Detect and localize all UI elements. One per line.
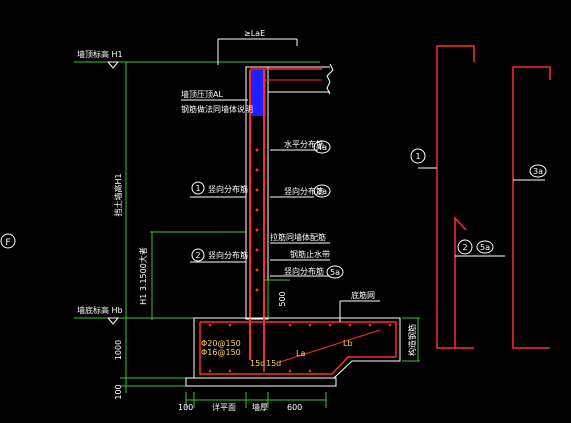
wall-height-dim: 挡土墙高H1 bbox=[113, 173, 123, 216]
bottom-dim-2: 墙厚 bbox=[252, 402, 268, 412]
wall-cap-block bbox=[249, 70, 266, 116]
callout-tie-label: 拉筋同墙体配筋 bbox=[270, 232, 326, 242]
footing-top-rebar bbox=[200, 321, 397, 357]
bottom-dim-3: 600 bbox=[287, 403, 302, 412]
d2-label: 15d bbox=[266, 359, 281, 368]
callout-3a-tag: 3a bbox=[317, 187, 327, 196]
d1-label: 15d bbox=[250, 359, 265, 368]
bottom-elevation-marker bbox=[106, 317, 120, 325]
detail-bar-3-tag: 3a bbox=[533, 167, 543, 176]
wall-outline bbox=[245, 66, 269, 320]
detail-bar-2 bbox=[454, 216, 467, 348]
callout-3a-bubble bbox=[313, 184, 331, 198]
detail-bar-3-bubble bbox=[529, 164, 547, 178]
bottom-dim-0: 100 bbox=[178, 403, 193, 412]
callout-1-label: 竖向分布筋 bbox=[208, 184, 248, 194]
lb-label: Lb bbox=[343, 339, 353, 348]
base-distribution-label: 底筋网 bbox=[351, 290, 375, 300]
callout-1-num: 1 bbox=[195, 184, 200, 193]
tie-spacing-dim: H1 3.1500大者 bbox=[138, 247, 148, 305]
footing-bottom-rebar bbox=[199, 322, 396, 375]
bottom-elevation-label: 墙底标高 Hb bbox=[77, 305, 123, 315]
detail-bar-1 bbox=[436, 45, 475, 349]
rebar-spec-1: Φ20@150 bbox=[201, 339, 241, 348]
callout-5a-label: 竖向分布筋 bbox=[284, 266, 324, 276]
detail-bar-2-bubble bbox=[457, 239, 473, 255]
detail-bar-1-num: 1 bbox=[415, 152, 420, 161]
callout-2-bubble bbox=[191, 248, 205, 262]
detail-bar-2-tag: 5a bbox=[480, 243, 490, 252]
footing-cushion bbox=[185, 377, 337, 387]
dim-100-left: 100 bbox=[114, 384, 123, 399]
callout-5a-bubble bbox=[326, 265, 344, 279]
rebar-spec-2: Φ16@150 bbox=[201, 348, 241, 357]
grid-bubble-label: F bbox=[5, 238, 10, 248]
top-elevation-marker bbox=[106, 61, 120, 69]
dim-500-label: 500 bbox=[278, 291, 287, 306]
footing-rebar-dots bbox=[208, 323, 392, 373]
callout-2-num: 2 bbox=[195, 251, 200, 260]
callout-4a-label: 水平分布筋 bbox=[284, 139, 324, 149]
detail-bar-1-bubble bbox=[410, 148, 426, 164]
callout-3a-label: 竖向分布筋 bbox=[284, 186, 324, 196]
footing-diagonal-rebar bbox=[279, 329, 381, 363]
detail-bar-3 bbox=[512, 66, 551, 349]
la-label: La bbox=[296, 349, 305, 358]
wall-rebar-dots bbox=[255, 148, 259, 292]
top-elevation-label: 墙顶标高 H1 bbox=[77, 49, 123, 59]
callout-4a-bubble bbox=[313, 140, 331, 154]
break-line bbox=[326, 63, 334, 95]
callout-2-label: 竖向分布筋 bbox=[208, 250, 248, 260]
callout-5a-tag: 5a bbox=[330, 268, 340, 277]
detail-bar-2-num: 2 bbox=[462, 243, 467, 252]
top-dim-label: ≥LaE bbox=[244, 29, 265, 38]
callout-waterstop-label: 钢筋止水带 bbox=[290, 249, 330, 259]
wall-top-note-2: 钢筋做法同墙体说明 bbox=[181, 104, 253, 114]
detail-bar-2-tag-bubble bbox=[476, 240, 494, 254]
callout-1-bubble bbox=[191, 181, 205, 195]
side-note: 构造钢筋 bbox=[407, 324, 417, 356]
bottom-dim-1: 详平面 bbox=[212, 402, 236, 412]
wall-top-note-1: 墙顶压顶AL bbox=[181, 89, 223, 99]
callout-4a-tag: 4a bbox=[317, 143, 327, 152]
dim-1000: 1000 bbox=[114, 340, 123, 360]
grid-bubble bbox=[0, 233, 16, 249]
